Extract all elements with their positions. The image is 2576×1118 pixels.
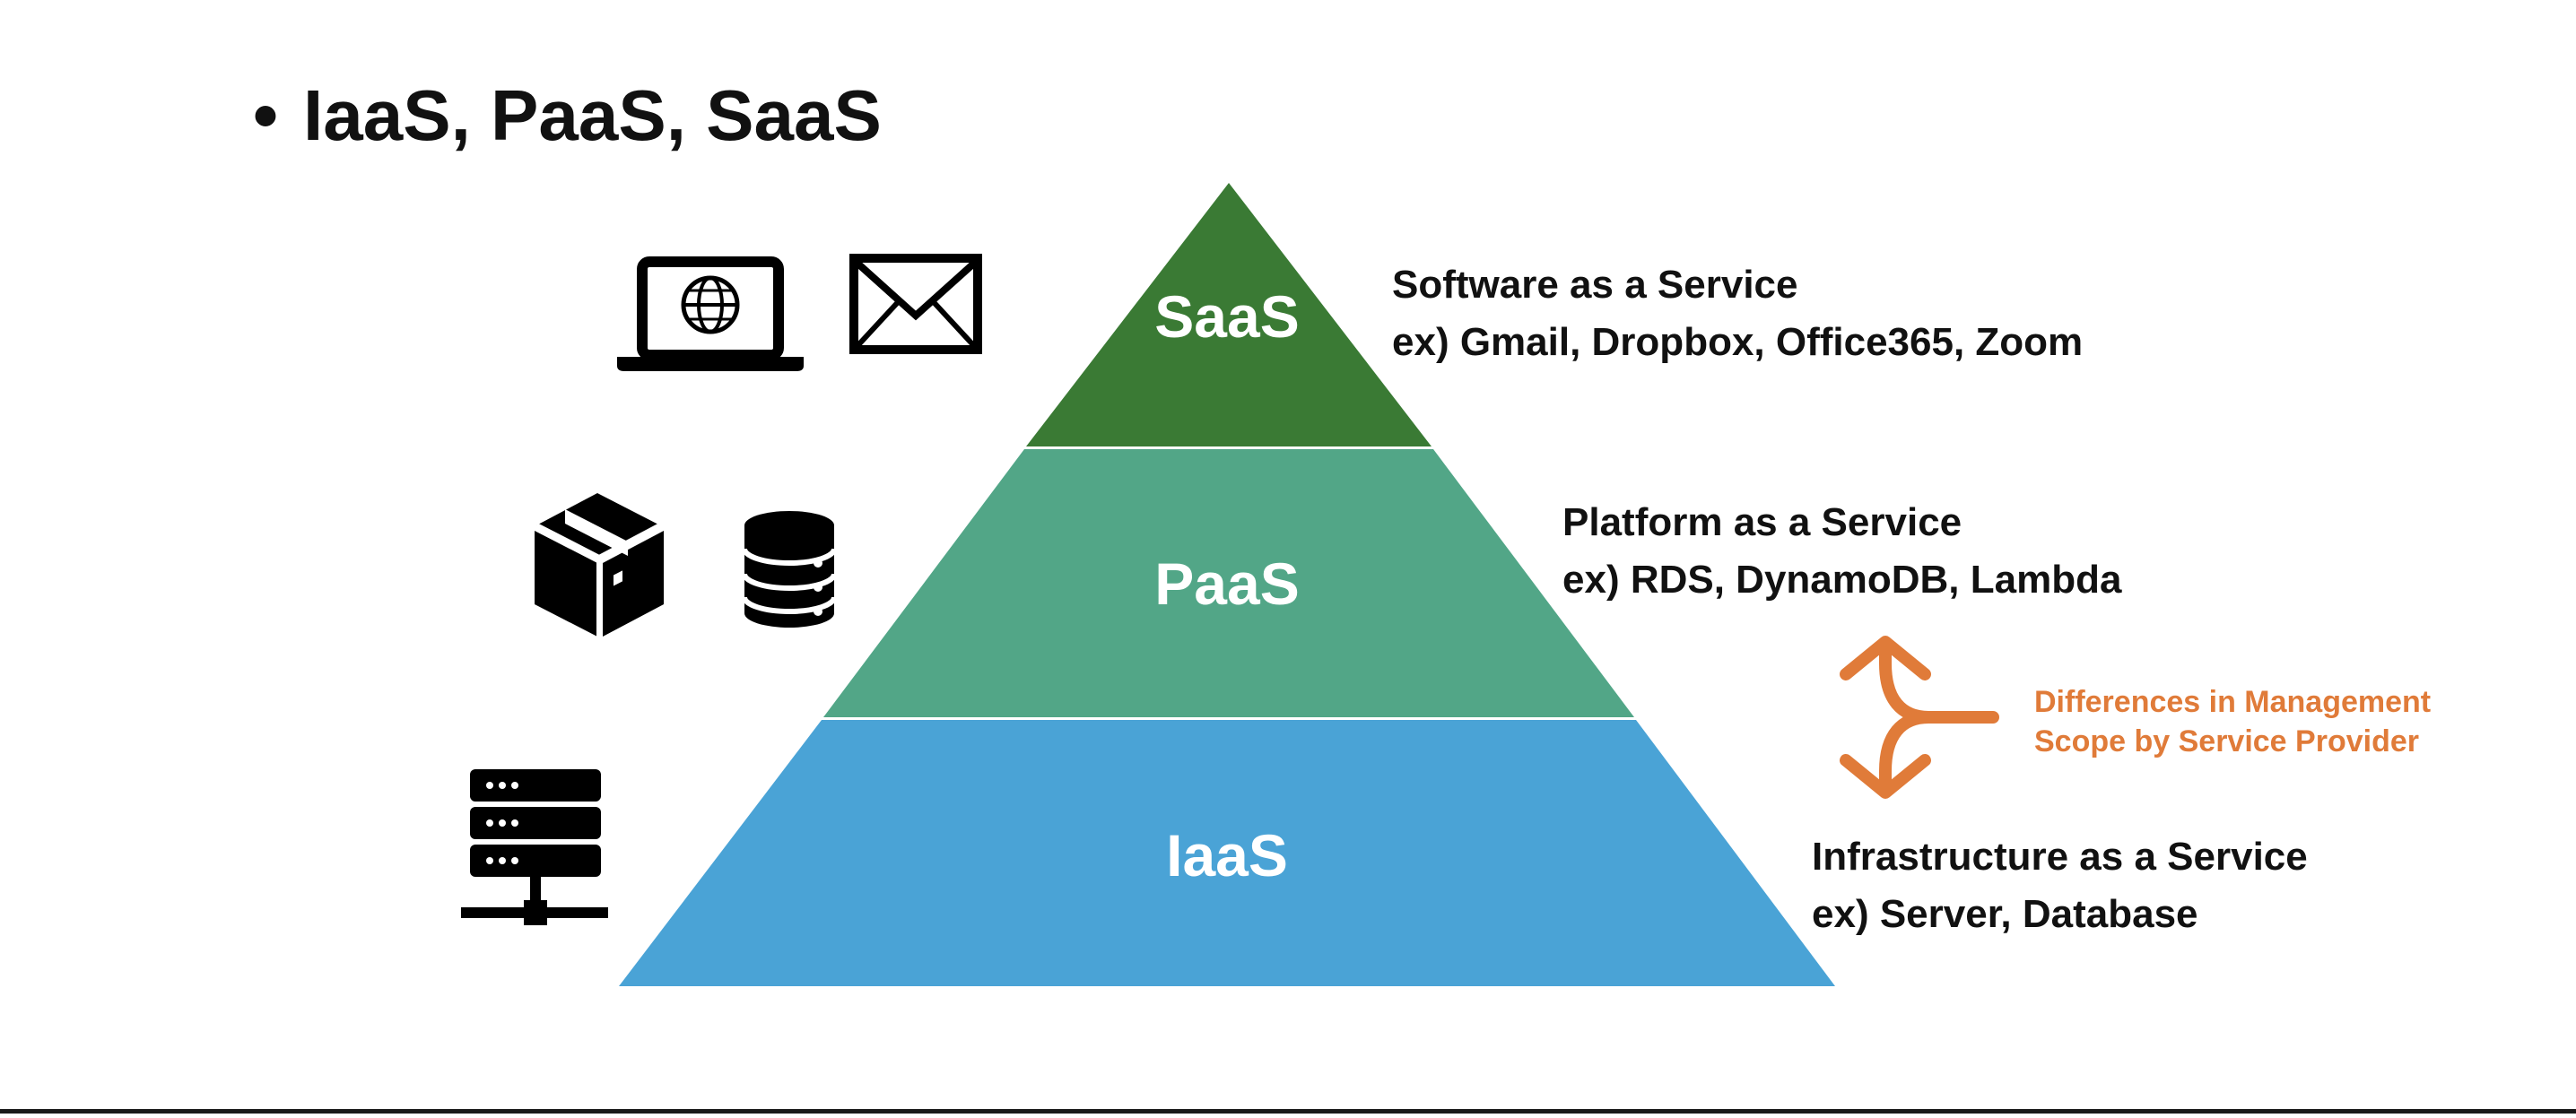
database-icon — [742, 511, 837, 628]
package-icon — [535, 493, 664, 637]
layer-label-paas: PaaS — [1154, 550, 1299, 617]
laptop-globe-icon — [617, 256, 804, 371]
title-bullet: • — [253, 75, 278, 155]
pyramid-layer-saas — [1026, 183, 1432, 446]
paas-description-examples: ex) RDS, DynamoDB, Lambda — [1562, 558, 2122, 602]
iaas-description-examples: ex) Server, Database — [1812, 892, 2198, 936]
split-arrow-icon — [1840, 636, 1999, 799]
slide-title: IaaS, PaaS, SaaS — [303, 75, 882, 155]
server-rack-icon — [461, 769, 608, 925]
saas-description-examples: ex) Gmail, Dropbox, Office365, Zoom — [1392, 320, 2083, 364]
pyramid-layer-paas — [823, 449, 1634, 717]
annotation-line-1: Differences in Management — [2034, 685, 2431, 719]
mail-icon — [849, 254, 982, 354]
saas-description-title: Software as a Service — [1392, 263, 1797, 307]
pyramid-layer-iaas — [619, 720, 1835, 986]
paas-description-title: Platform as a Service — [1562, 500, 1962, 544]
bottom-border — [0, 1109, 2576, 1114]
iaas-description-title: Infrastructure as a Service — [1812, 835, 2308, 879]
annotation-line-2: Scope by Service Provider — [2034, 724, 2419, 758]
layer-label-iaas: IaaS — [1166, 822, 1288, 888]
layer-label-saas: SaaS — [1154, 283, 1299, 350]
